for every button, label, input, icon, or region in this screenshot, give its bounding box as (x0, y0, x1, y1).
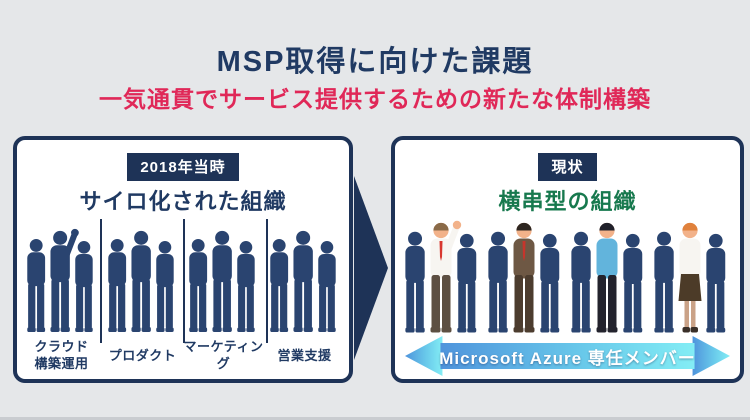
column-divider (183, 219, 185, 343)
column-divider (100, 219, 102, 343)
current-badge: 現状 (538, 153, 597, 181)
people-group-illustration (188, 230, 255, 333)
silo-column: 営業支援 (264, 218, 345, 375)
double-arrow-icon (405, 336, 730, 376)
slide-subtitle: 一気通貫でサービス提供するための新たな体制構築 (99, 86, 651, 112)
silo-column: マーケティング (183, 218, 264, 375)
cross-team-groups (401, 220, 734, 338)
panel-2018-silo-org: 2018年当時 サイロ化された組織 クラウド構築運用 プロダクトマーケティング営業… (13, 136, 353, 383)
right-panel-heading: 横串型の組織 (498, 189, 637, 214)
people-group-illustration (107, 230, 174, 333)
azure-members-label: Microsoft Azure 専任メンバー (439, 348, 696, 368)
slide-title: MSP取得に向けた課題 (216, 46, 534, 78)
column-divider (266, 219, 268, 343)
year-badge: 2018年当時 (127, 153, 239, 181)
silo-column: クラウド構築運用 (21, 218, 102, 375)
panel-current-cross-org: 現状 横串型の組織 Microsoft Azure 専任メンバー (391, 136, 744, 383)
people-group-illustration (26, 228, 93, 333)
people-group-illustration (654, 222, 726, 333)
silo-column-label: 営業支援 (277, 347, 332, 363)
silo-column-label: マーケティング (183, 339, 264, 371)
people-group-illustration (405, 220, 476, 333)
silo-column-label: プロダクト (108, 347, 177, 363)
silo-column: プロダクト (102, 218, 183, 375)
silo-team-groups: クラウド構築運用 プロダクトマーケティング営業支援 (21, 218, 345, 375)
cross-team-group (569, 215, 649, 338)
bottom-edge-strip (0, 417, 750, 420)
cross-team-group (652, 215, 732, 338)
cross-team-group (486, 215, 566, 338)
people-group-illustration (488, 222, 560, 333)
transition-arrow-icon (354, 176, 388, 360)
people-group-illustration (269, 230, 336, 333)
left-panel-heading: サイロ化された組織 (79, 189, 287, 214)
azure-members-banner: Microsoft Azure 専任メンバー (405, 334, 730, 378)
silo-column-label: クラウド構築運用 (34, 339, 89, 371)
cross-team-group (403, 215, 483, 338)
people-group-illustration (571, 222, 643, 333)
